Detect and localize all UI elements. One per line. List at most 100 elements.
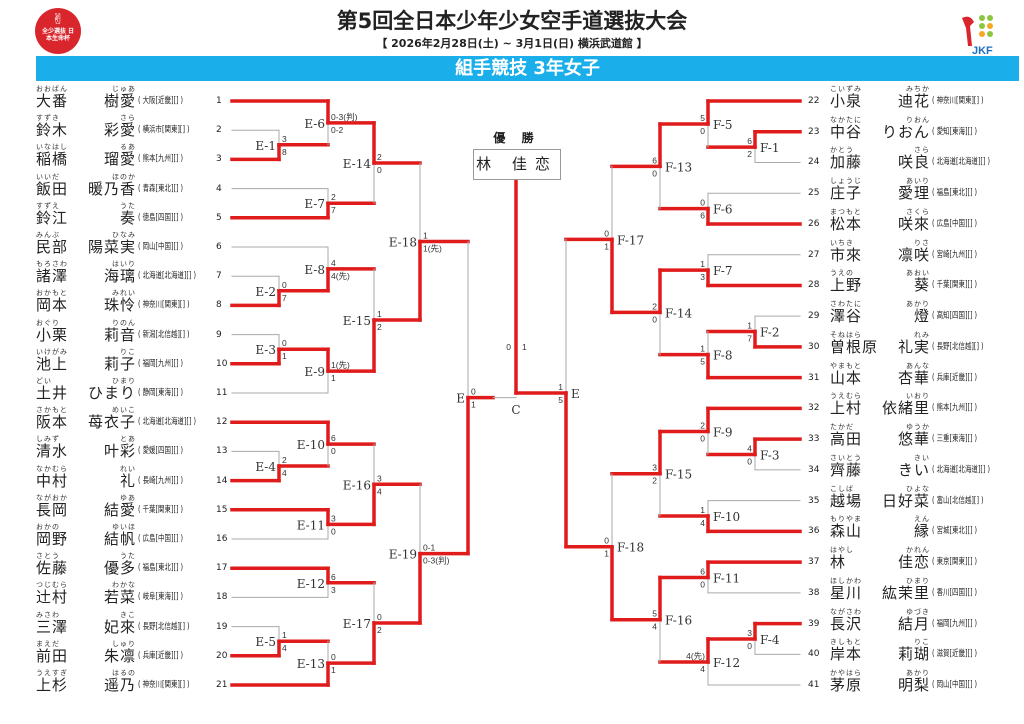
name-ruby-given: あおい <box>906 269 930 278</box>
score-bottom: 6 <box>700 211 705 221</box>
score-top: 4 <box>747 444 752 454</box>
champion-name: 林 佳恋 <box>473 149 561 180</box>
match-label: E-13 <box>297 657 325 671</box>
team-text: 福岡[九州][] <box>936 618 973 629</box>
match-label: F-3 <box>760 449 779 463</box>
team-text: 愛知[東海][] <box>936 126 973 137</box>
player-row: おぐりりのん小栗莉音( 新潟[北信越][] )9 <box>36 319 222 351</box>
name-ruby-given: あんな <box>906 361 930 370</box>
player-family-name: 越場 <box>830 491 863 510</box>
player-given-name: 莉音 <box>103 325 136 344</box>
score-bottom: 0-2 <box>331 125 344 135</box>
name-ruby-given: さら <box>914 146 930 155</box>
name-ruby-family: いけがみ <box>36 347 68 356</box>
team-text: 愛媛[四国][] <box>142 446 179 457</box>
score-bottom: 1 <box>604 549 609 559</box>
player-team: ( 熊本[九州][] ) <box>932 403 978 414</box>
tournament-logo: ✌全少選抜 日本生命杯 <box>35 8 81 54</box>
team-text: 岐阜[東海][] <box>142 592 179 603</box>
score-bottom: 4 <box>652 622 657 632</box>
player-family-name: 諸澤 <box>36 267 69 286</box>
name-ruby-given: ひまり <box>112 377 136 385</box>
player-team: ( 滋賀[近畿][] ) <box>932 649 978 660</box>
seed-number: 18 <box>216 592 228 603</box>
team-text: 新潟[北信越][] <box>142 329 185 340</box>
score-bottom: 4 <box>377 486 382 496</box>
name-ruby-family: おおばん <box>36 85 68 93</box>
seed-number: 28 <box>808 280 820 291</box>
player-given-name: 妃來 <box>103 617 136 636</box>
player-row: しょうじあいり庄子愛理( 福島[東北][] )25 <box>808 177 977 209</box>
name-ruby-given: れみ <box>914 330 930 339</box>
player-family-name: 高田 <box>830 430 863 449</box>
match-label: F-17 <box>617 233 644 247</box>
seed-number: 10 <box>216 358 228 369</box>
score-top: 0-3(判) <box>331 112 358 122</box>
name-ruby-given: みれい <box>112 289 136 298</box>
name-ruby-family: つじむら <box>36 581 68 590</box>
score-bottom: 3 <box>331 585 336 595</box>
score-bottom: 0 <box>747 457 752 467</box>
player-row: そねはられみ曽根原礼実( 長野[北信越][] )30 <box>808 330 984 363</box>
player-family-name: 大番 <box>36 92 69 110</box>
match-label: F-6 <box>713 203 732 217</box>
team-text: 富山[北信越][] <box>936 495 979 506</box>
score-bottom: 1 <box>471 400 476 410</box>
score-top: 6 <box>747 136 752 146</box>
team-text: 神奈川[関東][] <box>936 96 979 106</box>
name-ruby-family: いいだ <box>36 172 60 181</box>
player-given-name: 莉子 <box>103 354 136 373</box>
score-bottom: 2 <box>377 322 382 332</box>
team-text: 広島[中国][] <box>142 534 179 544</box>
player-family-name: 上杉 <box>36 676 69 694</box>
match-label: E-4 <box>255 460 276 474</box>
name-ruby-given: うた <box>120 552 136 561</box>
score-top: 1 <box>377 309 382 319</box>
player-family-name: 三澤 <box>36 617 69 636</box>
player-given-name: 愛理 <box>897 184 930 203</box>
player-given-name: 彩愛 <box>103 121 136 140</box>
player-family-name: 林 <box>830 553 847 572</box>
name-ruby-family: みさわ <box>36 610 60 619</box>
player-family-name: 上村 <box>830 399 863 418</box>
player-team: ( 北海道[北海道][] ) <box>932 464 991 475</box>
player-row: どいひまり土井ひまり( 静岡[東海][] )11 <box>36 377 227 409</box>
karate-figure-icon: ✌ <box>51 10 65 28</box>
name-ruby-given: わかな <box>112 581 136 590</box>
team-text: 熊本[九州][] <box>142 154 179 165</box>
score-bottom: 5 <box>700 357 705 367</box>
team-text: 滋賀[近畿][] <box>936 649 973 660</box>
team-text: 岡山[中国][] <box>936 680 973 691</box>
name-ruby-family: みんぶ <box>36 231 60 239</box>
score-top: 0 <box>604 228 609 238</box>
player-row: おかのゆいほ岡野結帆( 広島[中国][] )16 <box>36 523 227 555</box>
score-bottom: 4(先) <box>331 271 350 281</box>
score-bottom: 4 <box>282 468 287 478</box>
event-category-banner: 組手競技 3年女子 <box>36 56 1019 81</box>
score-left: 0 <box>506 342 511 352</box>
name-ruby-given: あかり <box>906 669 930 678</box>
seed-number: 40 <box>808 649 820 660</box>
player-given-name: 莉瑚 <box>897 645 930 664</box>
player-row: かとうさら加藤咲良( 北海道[北海道][] )24 <box>808 146 990 178</box>
match-label: F-5 <box>713 118 732 132</box>
name-ruby-family: なかたに <box>830 115 862 124</box>
match-label: E-1 <box>255 139 276 153</box>
team-text: 青森[東北][] <box>142 183 179 194</box>
player-given-name: 悠華 <box>897 430 930 449</box>
player-row: まえだしゅり前田朱凛( 兵庫[近畿][] )20 <box>36 640 227 672</box>
seed-number: 25 <box>808 188 820 199</box>
seed-number: 30 <box>808 341 820 352</box>
seed-number: 13 <box>216 446 228 457</box>
team-text: 神奈川[関東][] <box>142 680 185 690</box>
player-row: はやしかれん林佳恋( 東京[関東][] )37 <box>808 546 977 578</box>
match-label: F-7 <box>713 264 732 278</box>
team-text: 三重[東海][] <box>936 434 973 445</box>
player-given-name: 遥乃 <box>103 676 136 694</box>
player-team: ( 岡山[中国][] ) <box>138 242 184 252</box>
player-row: みさわきこ三澤妃來( 長野[北信越][] )19 <box>36 610 227 643</box>
name-ruby-family: おかもと <box>36 289 68 298</box>
seed-number: 32 <box>808 403 820 414</box>
seed-number: 17 <box>216 563 228 574</box>
seed-number: 37 <box>808 557 820 568</box>
